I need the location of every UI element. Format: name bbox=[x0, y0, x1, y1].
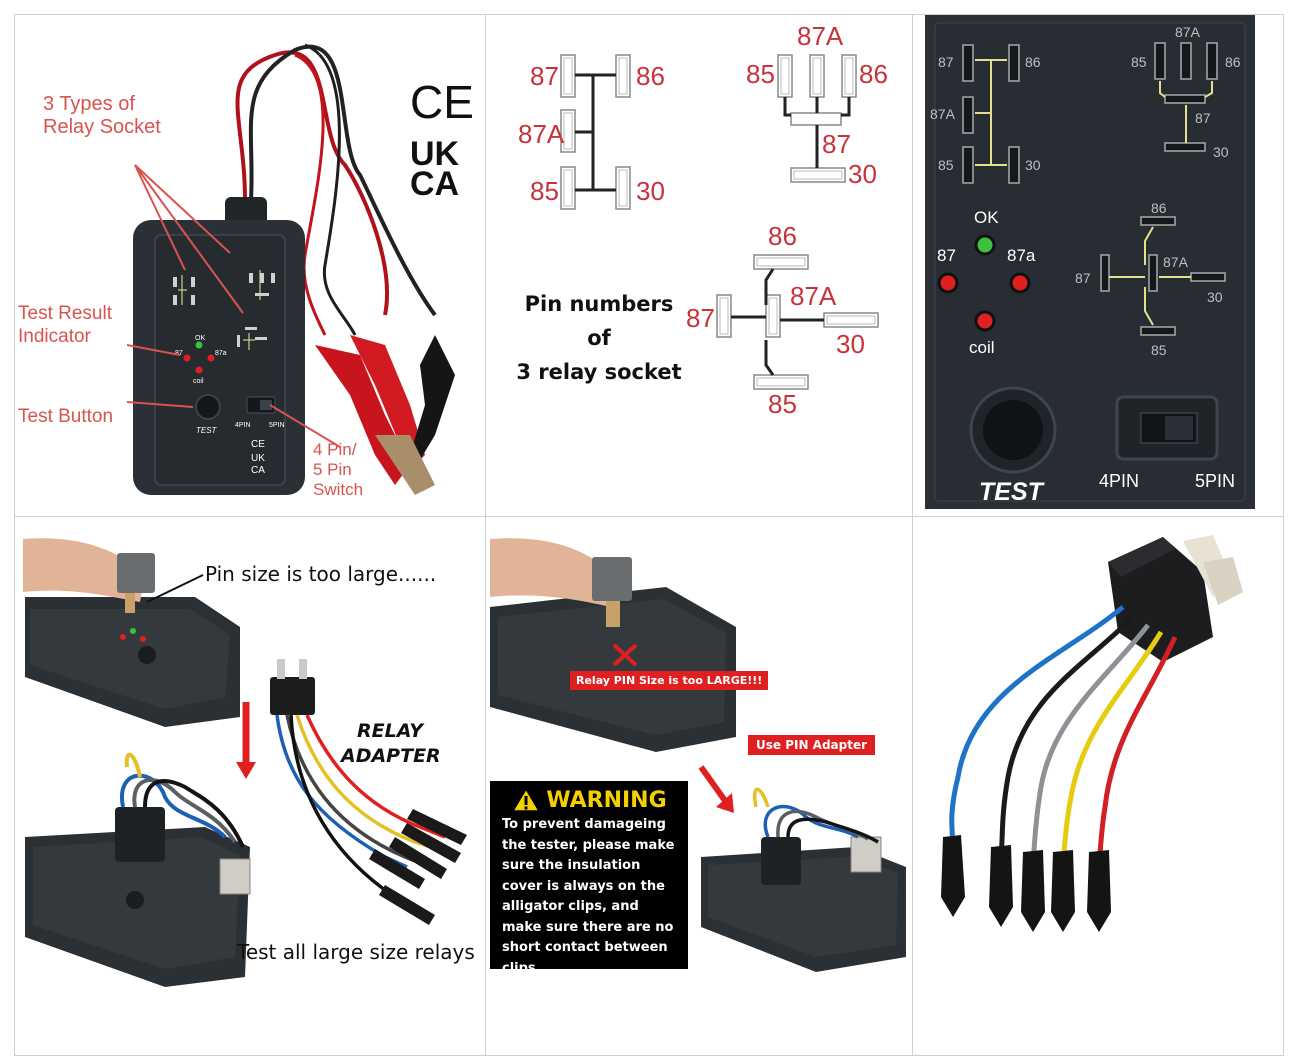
adapter-photo-cell bbox=[913, 517, 1284, 1056]
warning-triangle-icon bbox=[512, 787, 541, 812]
s3-pin-87: 87 bbox=[686, 303, 715, 333]
caption-line: 3 relay socket bbox=[516, 360, 682, 384]
coil-led-icon bbox=[974, 310, 996, 332]
grid-divider bbox=[485, 14, 486, 1056]
panel-coil-label: coil bbox=[969, 338, 995, 357]
grid-divider bbox=[912, 14, 913, 1056]
panel-87-label: 87 bbox=[937, 246, 956, 265]
panel-test-label: TEST bbox=[979, 478, 1046, 506]
s1-pin-86: 86 bbox=[636, 61, 665, 91]
device-ok-label: OK bbox=[195, 335, 205, 342]
panel-s3-86: 86 bbox=[1151, 200, 1167, 216]
test-result-label: Test Result Indicator bbox=[18, 303, 112, 347]
panel-s2-86: 86 bbox=[1225, 54, 1241, 70]
panel-4pin-label: 4PIN bbox=[1099, 471, 1139, 491]
adapter-illustration bbox=[23, 538, 467, 987]
pin-diagram: 87 86 87A 85 30 87A 85 86 87 30 86 87 87… bbox=[518, 21, 888, 419]
panel-s1-30: 30 bbox=[1025, 157, 1041, 173]
device-87-label: 87 bbox=[175, 350, 183, 357]
panel-closeup-cell: 87 86 87A 85 30 87A 85 86 87 30 86 87 87… bbox=[913, 15, 1284, 516]
relay-adapter-cell: Pin size is too large...... RELAY ADAPTE… bbox=[15, 517, 485, 1056]
device-ce-mark: CE bbox=[251, 439, 265, 450]
device-4pin-label: 4PIN bbox=[235, 422, 251, 429]
warning-cell: Relay PIN Size is too LARGE!!! Use PIN A… bbox=[486, 517, 912, 1056]
product-overview-cell: OK 87 87a coil TEST 4PIN 5PIN CE UK CA C… bbox=[15, 15, 485, 516]
large-relays-caption: Test all large size relays bbox=[237, 940, 475, 964]
pin-numbers-cell: 87 86 87A 85 30 87A 85 86 87 30 86 87 87… bbox=[486, 15, 912, 516]
ukca-mark-top: UK bbox=[410, 135, 460, 173]
ce-mark: CE bbox=[410, 76, 474, 128]
device-5pin-label: 5PIN bbox=[269, 422, 285, 429]
s2-pin-87a: 87A bbox=[797, 21, 844, 51]
use-adapter-banner: Use PIN Adapter bbox=[748, 735, 876, 755]
panel-s3-30: 30 bbox=[1207, 289, 1223, 305]
87a-led-icon bbox=[1009, 272, 1031, 294]
warning-text: To prevent damageing the tester, please … bbox=[502, 817, 675, 976]
s2-pin-30: 30 bbox=[848, 159, 877, 189]
caption-line: Pin numbers bbox=[524, 292, 674, 316]
panel-s3-87: 87 bbox=[1075, 270, 1091, 286]
grid-divider bbox=[14, 516, 1284, 517]
s1-pin-30: 30 bbox=[636, 176, 665, 206]
warning-illustration bbox=[490, 538, 906, 972]
test-button-cap-icon bbox=[983, 400, 1043, 460]
panel-s1-86: 86 bbox=[1025, 54, 1041, 70]
pin-too-large-banner: Relay PIN Size is too LARGE!!! bbox=[570, 671, 769, 690]
warning-box: WARNING To prevent damageing the tester,… bbox=[490, 781, 688, 976]
panel-s1-87a: 87A bbox=[930, 106, 956, 122]
warning-title: WARNING bbox=[546, 787, 667, 813]
s3-pin-86: 86 bbox=[768, 221, 797, 251]
87-led-icon bbox=[937, 272, 959, 294]
adapter-photo-illustration bbox=[941, 535, 1243, 932]
s1-pin-87: 87 bbox=[530, 61, 559, 91]
pin-numbers-caption: Pin numbers of 3 relay socket bbox=[514, 287, 684, 389]
panel-s3-85: 85 bbox=[1151, 342, 1167, 358]
s1-pin-87a: 87A bbox=[518, 119, 565, 149]
panel-s1-85: 85 bbox=[938, 157, 954, 173]
relay-adapter-title: ADAPTER bbox=[341, 745, 441, 767]
caption-line: of bbox=[587, 326, 611, 350]
s2-pin-86: 86 bbox=[859, 59, 888, 89]
device-coil-label: coil bbox=[193, 378, 204, 385]
panel-s2-85: 85 bbox=[1131, 54, 1147, 70]
pin-size-caption: Pin size is too large...... bbox=[205, 562, 437, 586]
panel-s3-87a: 87A bbox=[1163, 254, 1189, 270]
test-button-label: Test Button bbox=[18, 406, 114, 427]
device-87a-label: 87a bbox=[215, 350, 227, 357]
panel-s1-87: 87 bbox=[938, 54, 954, 70]
panel-illustration: 87 86 87A 85 30 87A 85 86 87 30 86 87 87… bbox=[925, 15, 1255, 509]
ukca-mark-bottom: CA bbox=[410, 165, 459, 203]
s3-pin-87a: 87A bbox=[790, 281, 837, 311]
panel-87a-label: 87a bbox=[1007, 246, 1036, 265]
device-ca-mark: CA bbox=[251, 465, 265, 476]
socket-types-label: 3 Types of Relay Socket bbox=[43, 93, 161, 138]
s2-pin-85: 85 bbox=[746, 59, 775, 89]
ok-led-icon bbox=[974, 234, 996, 256]
panel-s2-30: 30 bbox=[1213, 144, 1229, 160]
s2-pin-87: 87 bbox=[822, 129, 851, 159]
panel-s2-87: 87 bbox=[1195, 110, 1211, 126]
s1-pin-85: 85 bbox=[530, 176, 559, 206]
switch-label: 4 Pin/ 5 Pin Switch bbox=[313, 440, 364, 499]
image-grid bbox=[14, 14, 1284, 1056]
device-uk-mark: UK bbox=[251, 453, 265, 464]
panel-ok-label: OK bbox=[974, 208, 999, 227]
panel-5pin-label: 5PIN bbox=[1195, 471, 1235, 491]
s3-pin-85: 85 bbox=[768, 389, 797, 419]
warning-header: WARNING bbox=[490, 787, 688, 813]
tester-illustration: OK 87 87a coil TEST 4PIN 5PIN CE UK CA C… bbox=[126, 43, 474, 495]
s3-pin-30: 30 bbox=[836, 329, 865, 359]
device-test-label: TEST bbox=[196, 426, 218, 435]
panel-s2-87a: 87A bbox=[1175, 24, 1201, 40]
relay-adapter-title: RELAY bbox=[357, 720, 423, 742]
